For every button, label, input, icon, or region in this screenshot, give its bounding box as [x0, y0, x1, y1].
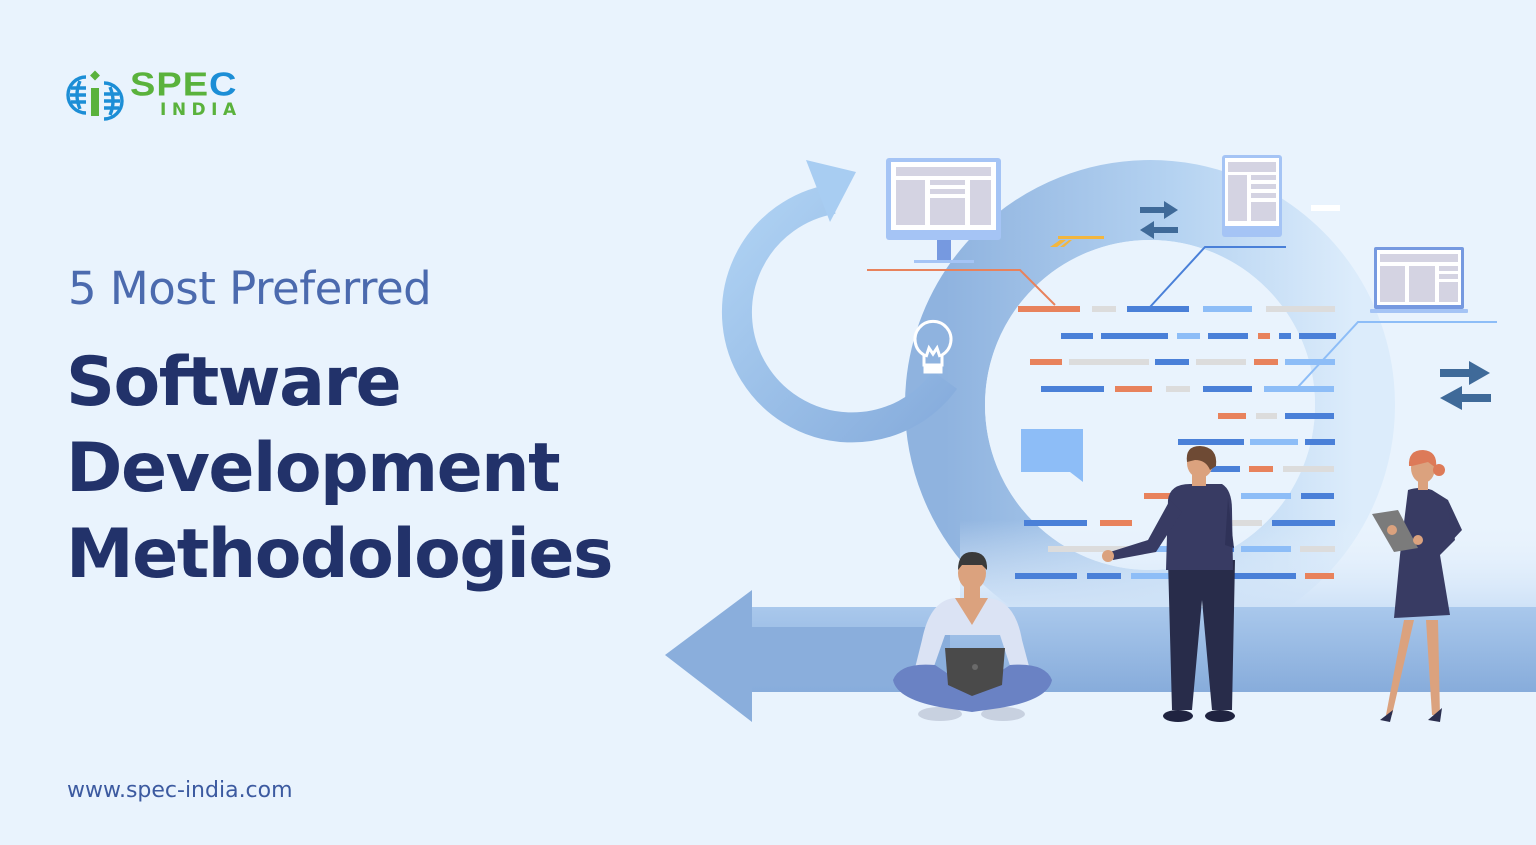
code-bar [1018, 306, 1080, 312]
cycle-ring [905, 160, 1395, 607]
code-bar [1069, 359, 1149, 365]
code-bar [1241, 546, 1291, 552]
tablet-icon [1222, 155, 1282, 237]
cycle-arrow-icon [721, 160, 958, 443]
code-bar [1264, 386, 1334, 392]
code-bar [1155, 359, 1189, 365]
code-bar [1232, 520, 1262, 526]
standing-woman-figure [1372, 450, 1462, 722]
code-bar [1249, 466, 1273, 472]
hero-subtitle: 5 Most Preferred [68, 262, 432, 315]
code-bar [1166, 386, 1190, 392]
hero-title-line-2: Development [66, 429, 561, 508]
code-bar [1232, 573, 1296, 579]
code-bar [1048, 546, 1144, 552]
code-bar [1024, 520, 1087, 526]
code-bar [1101, 333, 1168, 339]
code-bar [1203, 386, 1252, 392]
code-bar [1041, 386, 1104, 392]
code-bar [1210, 466, 1240, 472]
code-bar [1285, 359, 1335, 365]
code-bar [1131, 573, 1169, 579]
yellow-marks [1050, 236, 1104, 247]
lightbulb-icon [913, 319, 953, 374]
code-bar [1258, 333, 1270, 339]
code-bar [1208, 333, 1248, 339]
hero-title-line-3: Methodologies [66, 515, 613, 594]
logo-india-text: INDIA [160, 99, 242, 120]
code-bar [1272, 520, 1335, 526]
code-bar [1218, 413, 1246, 419]
code-bar [1283, 466, 1334, 472]
code-bar [1301, 493, 1334, 499]
hero-title-line-1: Software [66, 343, 402, 422]
globe-i-icon [66, 70, 124, 121]
code-bar [1030, 359, 1062, 365]
monitor-icon [886, 158, 1001, 263]
code-bar [1305, 439, 1335, 445]
code-bar [1305, 573, 1334, 579]
code-bar [1279, 333, 1291, 339]
hero-title: Software Development Methodologies [66, 340, 613, 598]
code-bar [1203, 306, 1252, 312]
code-bar [1015, 573, 1077, 579]
left-arrow-icon [665, 590, 950, 722]
code-bar [1127, 306, 1189, 312]
swap-arrows-icon [1440, 361, 1491, 410]
code-bar [1100, 520, 1132, 526]
white-dash [1311, 205, 1340, 211]
code-bar [1256, 413, 1277, 419]
code-bar [1087, 573, 1121, 579]
code-bar [1061, 333, 1093, 339]
code-bar [1178, 439, 1244, 445]
logo-wordmark: SPEC INDIA [130, 65, 242, 120]
laptop-icon [1370, 247, 1468, 313]
logo-spec-text: SPEC [130, 65, 238, 103]
code-bar [1250, 439, 1298, 445]
code-bar [1115, 386, 1152, 392]
code-bar [1266, 306, 1335, 312]
code-bar [1177, 333, 1200, 339]
website-link[interactable]: www.spec-india.com [67, 778, 293, 803]
code-bar [1254, 359, 1278, 365]
spec-india-logo[interactable]: SPEC INDIA [66, 64, 242, 122]
code-bar [1300, 546, 1335, 552]
code-bar [1092, 306, 1116, 312]
code-bar [1299, 333, 1336, 339]
swap-arrows-icon [1140, 201, 1178, 239]
code-bar [1196, 359, 1246, 365]
code-bar [1144, 493, 1172, 499]
sitting-man-figure [893, 552, 1052, 721]
code-bar [1285, 413, 1334, 419]
code-lines [1015, 306, 1336, 579]
standing-man-figure [1102, 446, 1235, 722]
chat-bubble-icon [1021, 429, 1083, 482]
code-bar [1241, 493, 1291, 499]
